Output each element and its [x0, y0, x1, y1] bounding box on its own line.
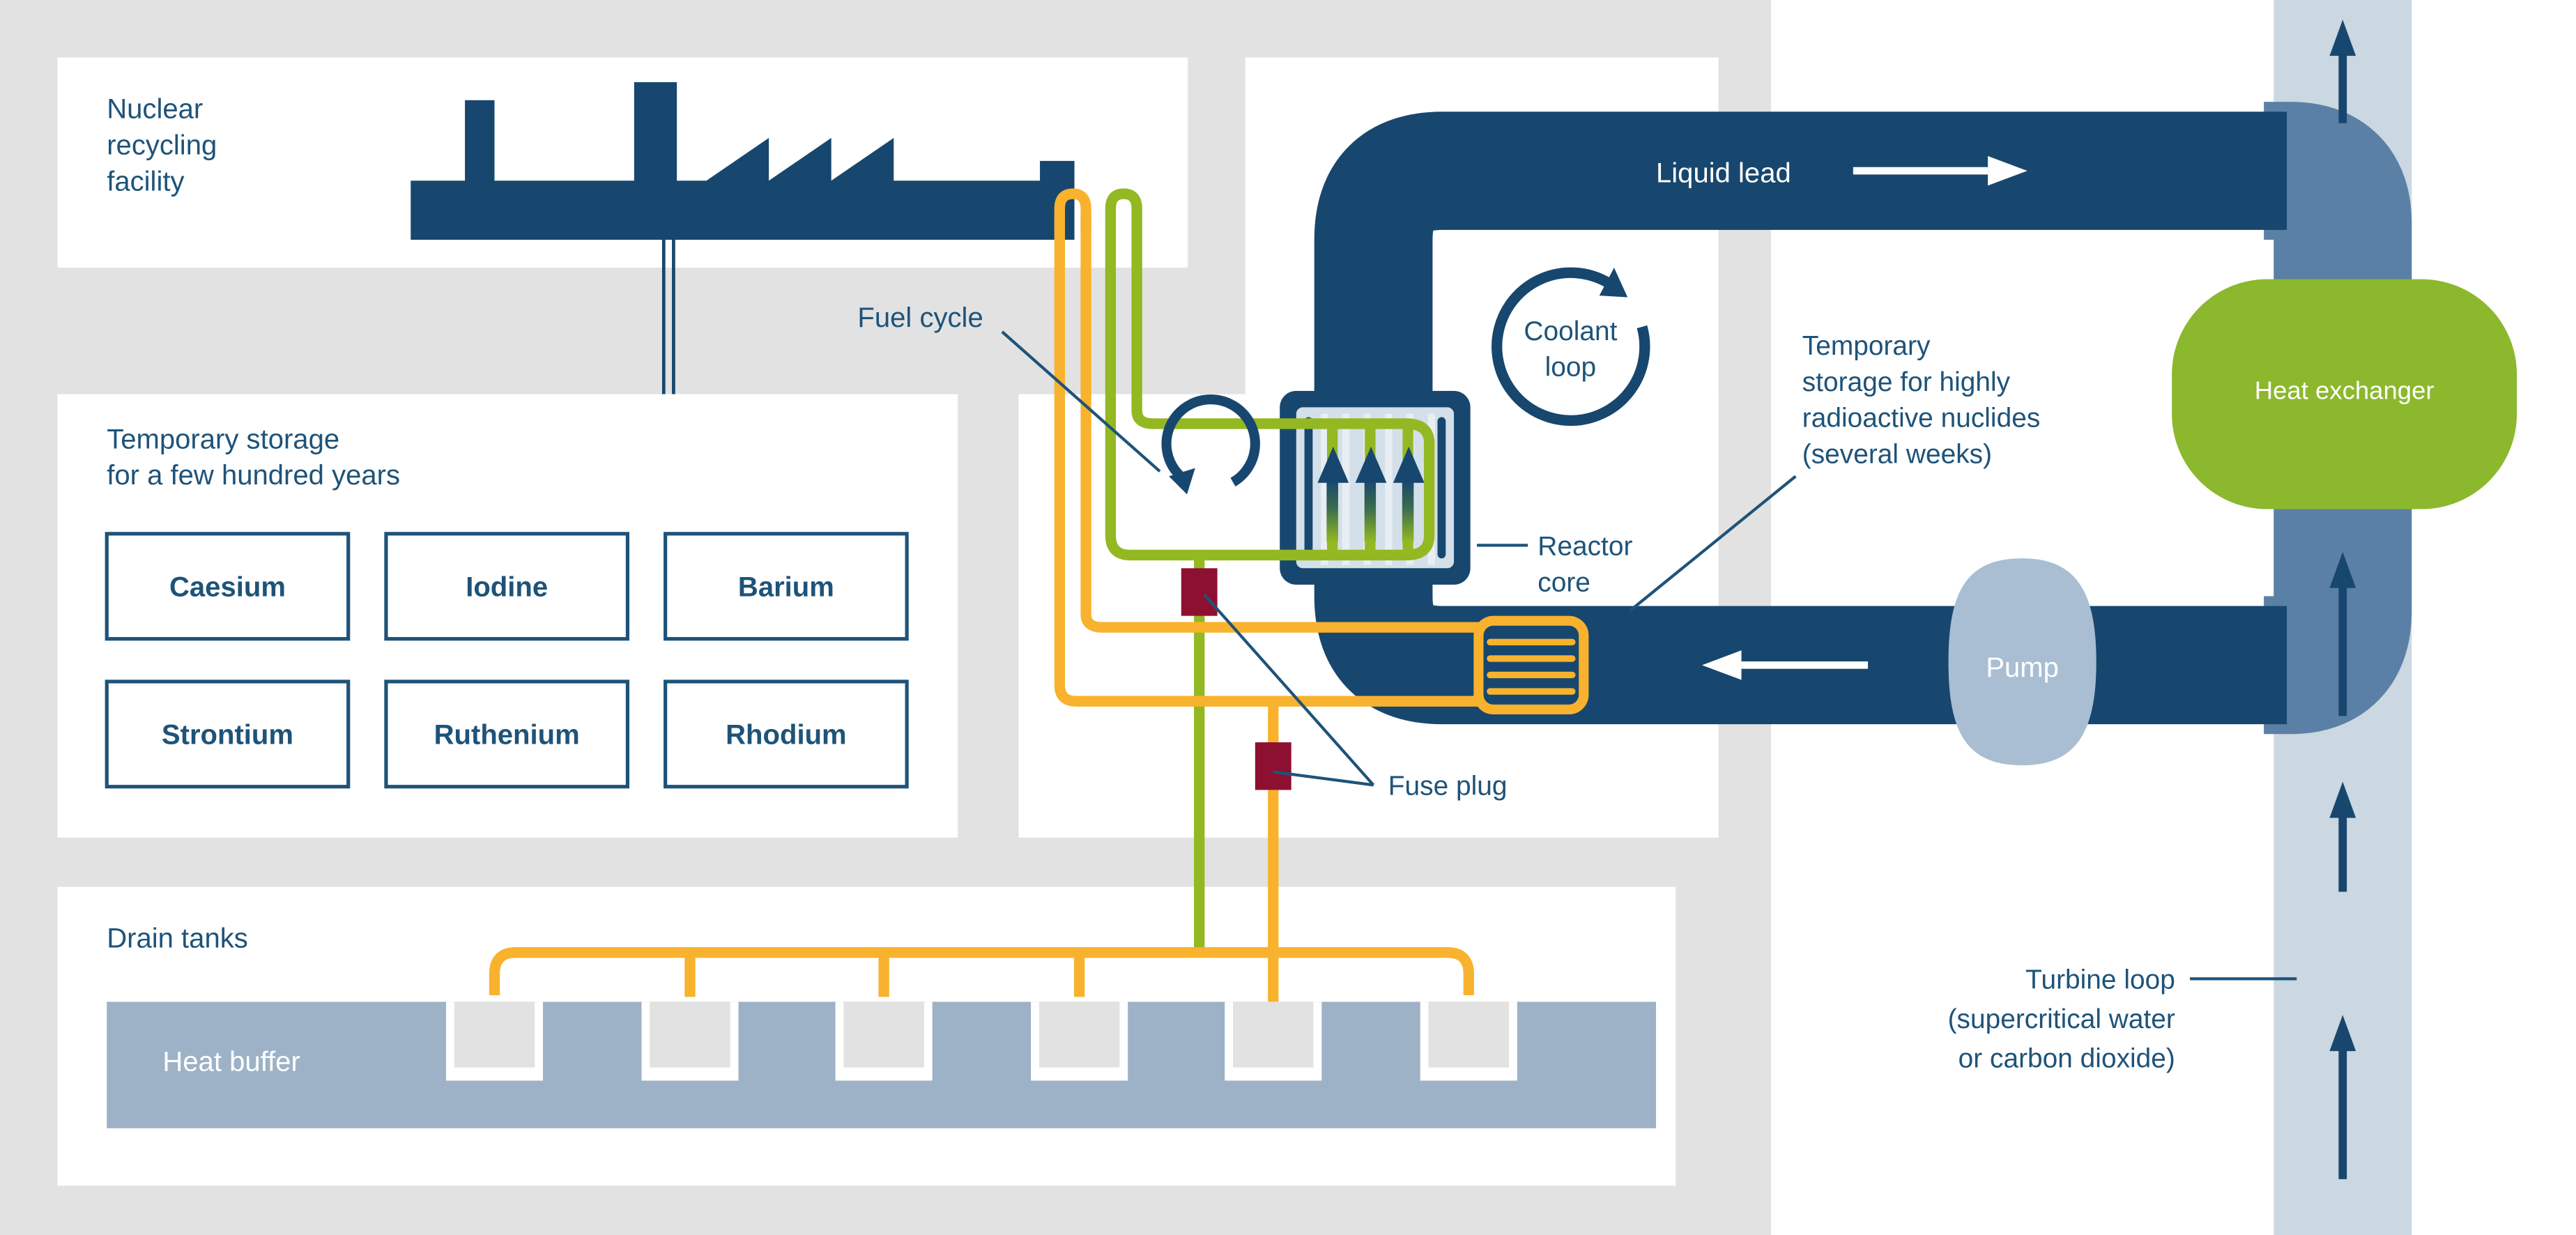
- element-box: Iodine: [384, 532, 630, 641]
- lead-return-arrow: [1701, 650, 1869, 680]
- fuse-plug-1: [1181, 568, 1218, 616]
- hot-storage-label-1: Temporary: [1802, 331, 1931, 361]
- heat-exchanger: [2172, 279, 2517, 509]
- leader-lines: [1001, 330, 2297, 981]
- facility-label-2: recycling: [107, 130, 217, 161]
- drain-label: Drain tanks: [107, 923, 248, 954]
- element-box: Ruthenium: [384, 680, 630, 789]
- turbine-loop-label-1: Turbine loop: [2025, 965, 2175, 995]
- drain-tank: [641, 1002, 739, 1081]
- coolant-loop-label-2: loop: [1545, 353, 1597, 383]
- hot-storage-leader: [1628, 475, 1797, 613]
- coolant-loop-label-1: Coolant: [1524, 316, 1617, 346]
- element-box: Barium: [664, 532, 909, 641]
- heat-exchanger-label: Heat exchanger: [2255, 376, 2435, 405]
- drain-tanks: [445, 1002, 1517, 1081]
- facility-label-3: facility: [107, 166, 184, 197]
- heat-buffer-label: Heat buffer: [162, 1046, 300, 1077]
- drain-tank: [1420, 1002, 1517, 1081]
- fuse-plug-label: Fuse plug: [1388, 771, 1508, 801]
- hot-storage-label-2: storage for highly: [1802, 367, 2011, 397]
- element-label: Strontium: [162, 719, 293, 750]
- fuse-plug-leader-1: [1203, 593, 1375, 786]
- fuel-cycle-icon: [1161, 394, 1260, 495]
- element-box: Rhodium: [664, 680, 909, 789]
- element-label: Caesium: [169, 572, 286, 602]
- drain-tank: [835, 1002, 933, 1081]
- factory-icon: [411, 82, 1075, 240]
- element-boxes: Caesium Iodine Barium Strontium Rutheniu…: [105, 532, 909, 789]
- storage-heading-2: for a few hundred years: [107, 460, 400, 491]
- hot-storage-label-3: radioactive nuclides: [1802, 404, 2040, 434]
- reactor-core-label-1: Reactor: [1538, 531, 1632, 561]
- pump: [1948, 558, 2096, 766]
- decay-heat-coil: [1473, 615, 1589, 715]
- element-label: Iodine: [466, 572, 548, 602]
- drain-manifold: [489, 947, 1474, 995]
- fuse-plug-leader-2: [1273, 770, 1374, 787]
- element-label: Rhodium: [726, 719, 847, 750]
- element-label: Ruthenium: [434, 719, 580, 750]
- liquid-lead-label: Liquid lead: [1656, 158, 1791, 189]
- lead-pipe-bottom: [1314, 492, 2287, 725]
- drain-tank: [1031, 1002, 1128, 1081]
- fuel-cycle-label: Fuel cycle: [857, 302, 983, 333]
- facility-label-1: Nuclear: [107, 94, 203, 125]
- element-box: Strontium: [105, 680, 351, 789]
- facility-storage-link: [661, 240, 675, 394]
- lead-pipe-top: [1314, 112, 2287, 480]
- coolant-loop-icon: [1492, 267, 1650, 427]
- fuse-plug-2: [1255, 742, 1291, 790]
- drain-tank: [1225, 1002, 1322, 1081]
- turbine-flow-arrows: [2329, 20, 2356, 1179]
- liquid-lead-arrow: [1853, 155, 2027, 186]
- element-box: Caesium: [105, 532, 351, 641]
- storage-heading-1: Temporary storage: [107, 424, 339, 454]
- pump-label: Pump: [1986, 652, 2059, 683]
- turbine-loop-label-3: or carbon dioxide): [1958, 1044, 2175, 1074]
- waste-pipe-yellow: [489, 188, 1589, 1002]
- reactor-core-label-2: core: [1538, 567, 1590, 597]
- fuel-cycle-leader: [1001, 330, 1161, 473]
- drain-tank: [445, 1002, 544, 1081]
- hot-storage-label-4: (several weeks): [1802, 440, 1992, 470]
- core-heat-arrows: [1317, 446, 1425, 542]
- element-label: Barium: [738, 572, 834, 602]
- turbine-loop-label-2: (supercritical water: [1948, 1004, 2175, 1034]
